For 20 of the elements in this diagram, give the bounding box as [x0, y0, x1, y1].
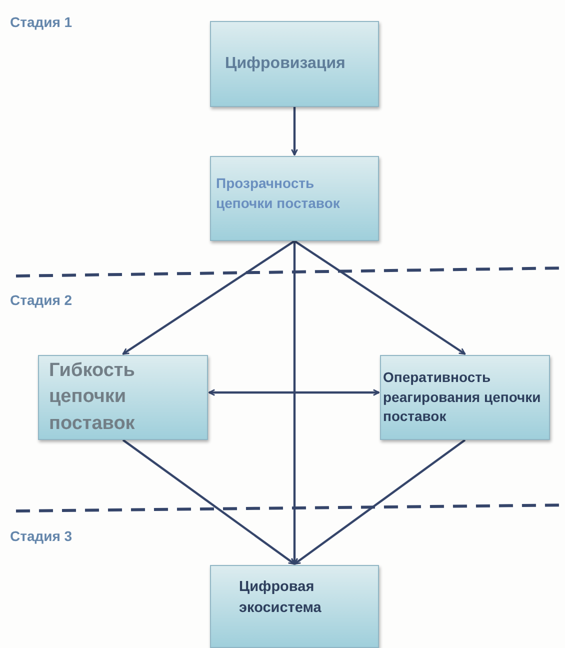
process-box [210, 565, 379, 648]
stage-label: Стадия 3 [10, 528, 72, 544]
box-label: Прозрачность цепочки поставок [216, 174, 341, 213]
process-box [210, 156, 379, 241]
arrow [294, 240, 466, 355]
arrow [122, 240, 296, 355]
box-label: Оперативность реагирования цепочки поставок [383, 368, 542, 426]
process-box [210, 21, 379, 107]
stage-label: Стадия 2 [10, 292, 72, 308]
box-label: Цифровизация [225, 54, 346, 74]
process-box [380, 355, 550, 440]
arrow [291, 241, 298, 565]
stage-label: Стадия 1 [10, 14, 72, 30]
arrow [291, 107, 298, 156]
process-box [38, 355, 208, 440]
arrow [208, 389, 380, 396]
box-label: Цифровая экосистема [239, 578, 322, 618]
arrow [122, 439, 296, 565]
arrow [294, 439, 466, 565]
box-label: Гибкость цепочки поставок [49, 358, 136, 436]
